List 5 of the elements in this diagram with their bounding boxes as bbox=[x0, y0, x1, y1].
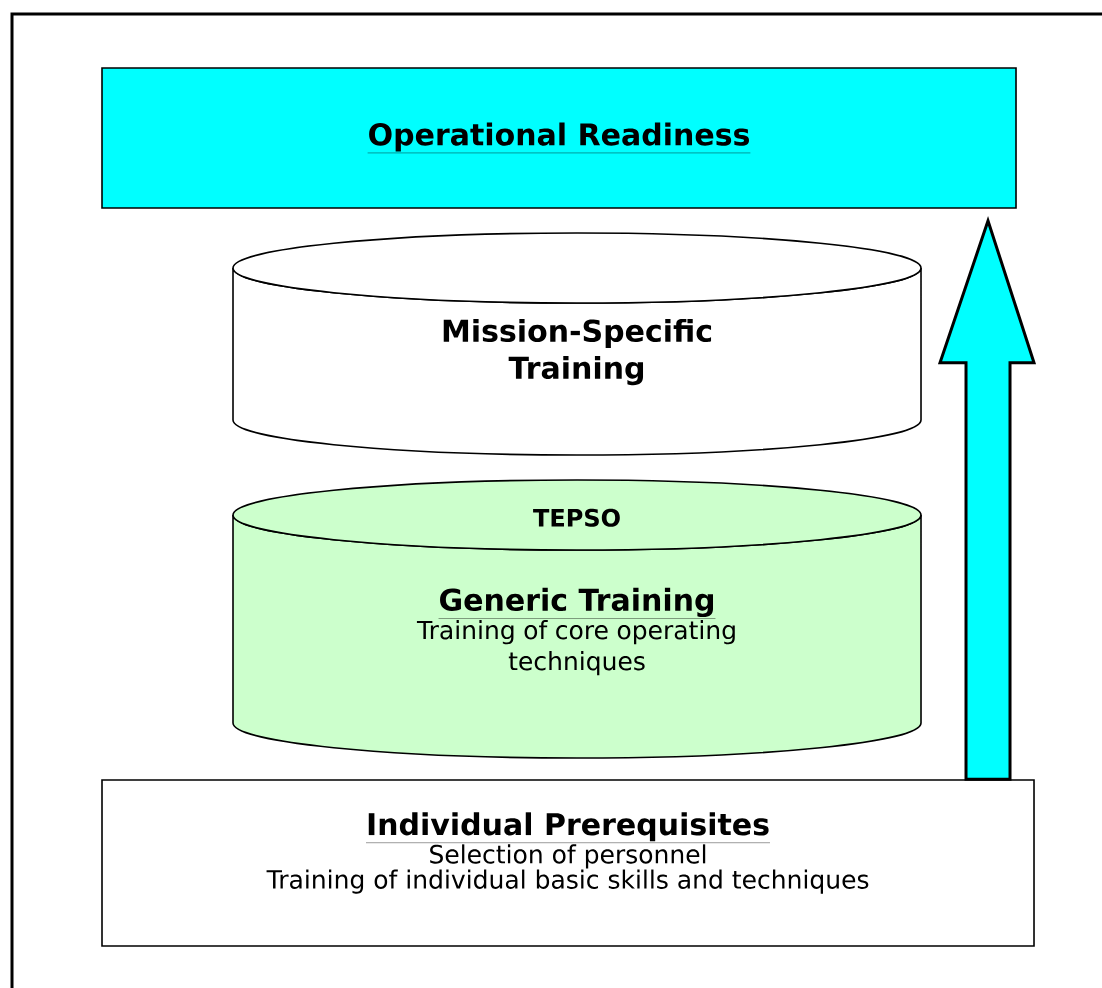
block-arrow bbox=[937, 216, 1037, 781]
cylinder: TEPSO Generic Training Training of core operating techniques bbox=[232, 479, 922, 759]
text-box: Individual Prerequisites Selection of personnel Training of individual basic skills and techniques bbox=[101, 779, 1035, 947]
cylinder: Mission-Specific Training bbox=[232, 232, 922, 456]
text-box: Operational Readiness bbox=[101, 67, 1017, 209]
